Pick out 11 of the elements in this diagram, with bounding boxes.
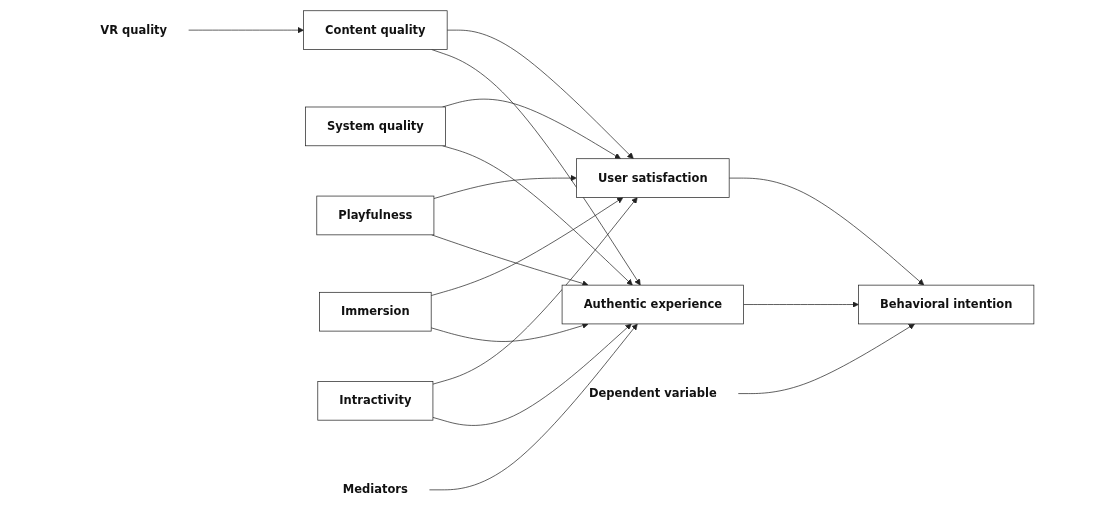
- node-box: Intractivity: [317, 380, 433, 421]
- node-box: Behavioral intention: [857, 284, 1034, 324]
- node-box: Content quality: [302, 9, 448, 50]
- node-box: Authentic experience: [561, 284, 744, 324]
- node-text: Mediators: [342, 482, 408, 496]
- node-box: User satisfaction: [575, 157, 730, 198]
- node-text: VR quality: [99, 22, 167, 37]
- node-box: Playfulness: [316, 195, 434, 235]
- node-box: Immersion: [318, 291, 432, 331]
- node-text: Dependent variable: [588, 385, 717, 400]
- node-box: System quality: [304, 106, 446, 146]
